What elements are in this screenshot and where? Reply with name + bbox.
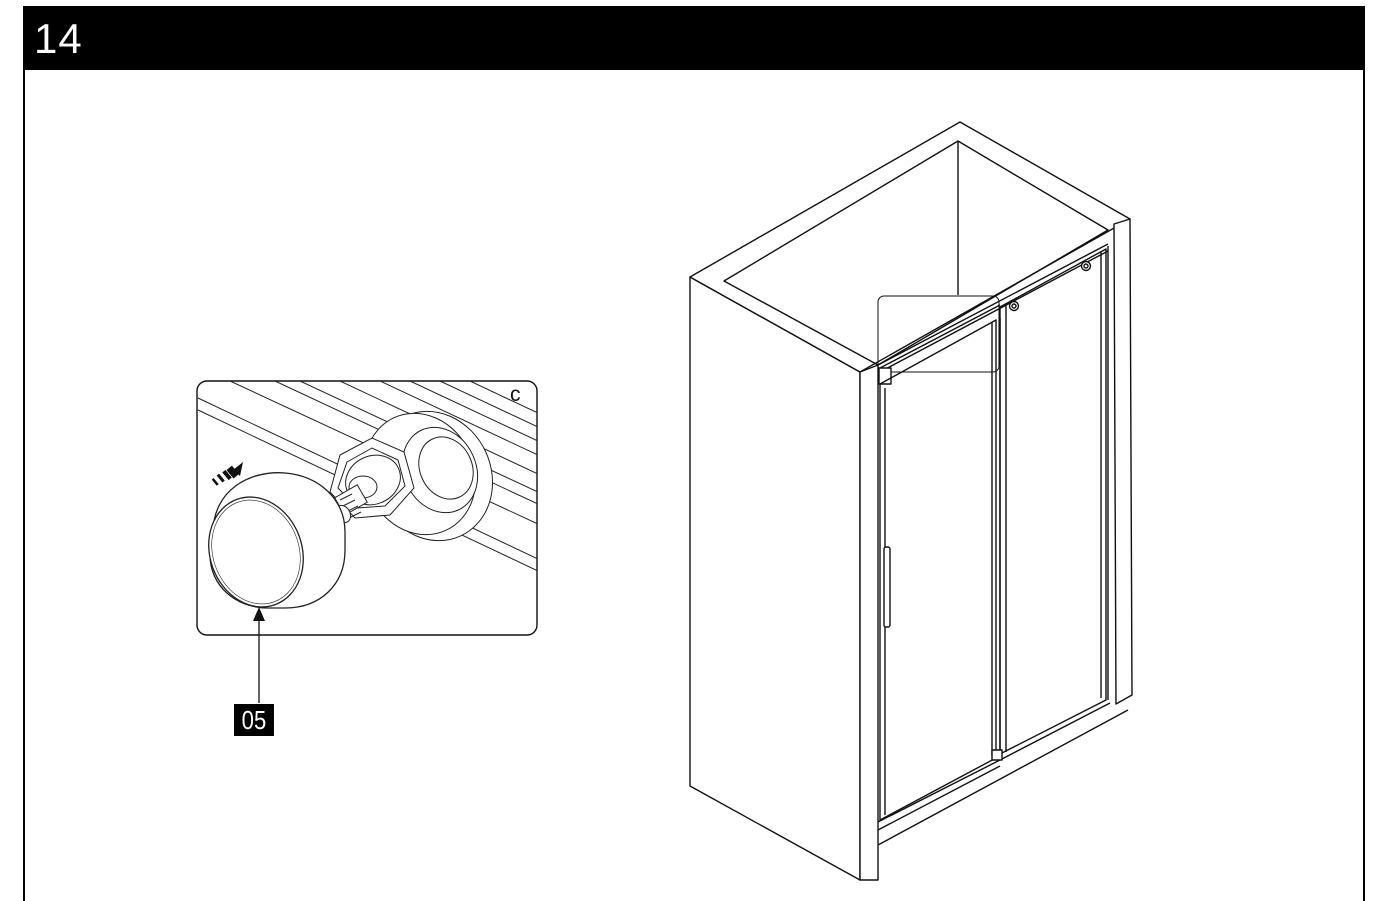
end-cap [208, 472, 346, 609]
roller-wheel [363, 410, 494, 542]
detail-inset [196, 380, 538, 636]
push-direction-arrow-icon [211, 462, 243, 486]
step-number: 14 [34, 15, 83, 62]
page-frame [23, 6, 1365, 901]
detail-label: c [510, 383, 521, 406]
shower-enclosure [689, 121, 1133, 881]
part-number-tag: 05 [234, 704, 274, 736]
step-header [23, 6, 1365, 70]
part-leader [253, 607, 265, 703]
